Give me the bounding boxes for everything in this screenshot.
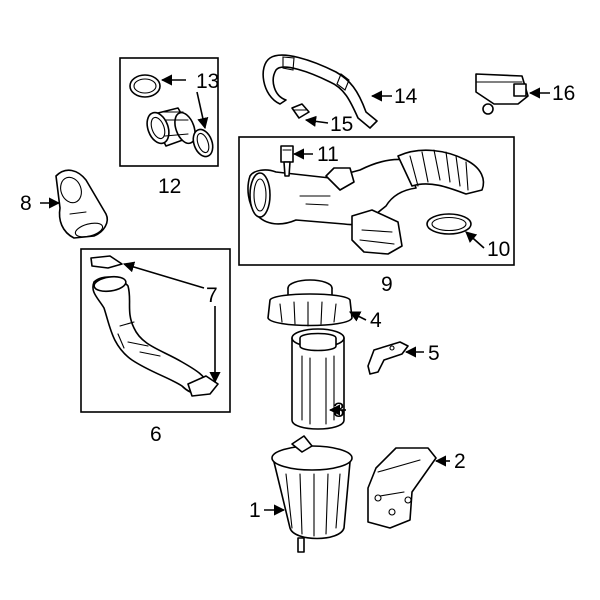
callout-15: 15 xyxy=(330,113,353,136)
leader-15 xyxy=(304,115,329,127)
air-cleaner-cover-part xyxy=(267,279,353,327)
group-box-6 xyxy=(80,248,231,413)
air-filter-element-part xyxy=(291,328,345,430)
callout-3: 3 xyxy=(333,399,345,422)
callout-6: 6 xyxy=(150,423,162,446)
sensor-plug-part xyxy=(280,145,294,177)
callout-10: 10 xyxy=(487,238,510,261)
callout-13: 13 xyxy=(196,70,219,93)
pcv-hose-part xyxy=(262,54,378,129)
callout-4: 4 xyxy=(370,309,382,332)
group-box-9 xyxy=(238,136,515,266)
air-cleaner-housing-part xyxy=(271,435,353,553)
callout-11: 11 xyxy=(317,143,339,166)
mass-airflow-sensor-part xyxy=(129,74,214,158)
group-box-12 xyxy=(119,57,219,167)
callout-2: 2 xyxy=(454,450,466,473)
callout-12: 12 xyxy=(158,175,181,198)
intake-duct-assembly-part xyxy=(247,149,485,255)
air-duct-part xyxy=(90,255,219,397)
callout-9: 9 xyxy=(381,273,393,296)
callout-7: 7 xyxy=(206,284,218,307)
callout-16: 16 xyxy=(552,82,575,105)
callout-8: 8 xyxy=(20,192,32,215)
pressure-sensor-part xyxy=(475,73,529,115)
callout-14: 14 xyxy=(394,85,418,108)
callout-1: 1 xyxy=(249,499,261,522)
leader-7a xyxy=(122,261,205,289)
leader-10 xyxy=(465,231,485,249)
leader-13b xyxy=(196,91,209,130)
air-duct-elbow-part xyxy=(55,169,109,239)
callout-5: 5 xyxy=(428,342,440,365)
housing-bracket-part xyxy=(367,447,437,529)
mounting-bracket-part xyxy=(367,341,409,375)
hose-clamp-part xyxy=(426,213,472,235)
leader-4 xyxy=(348,311,367,322)
